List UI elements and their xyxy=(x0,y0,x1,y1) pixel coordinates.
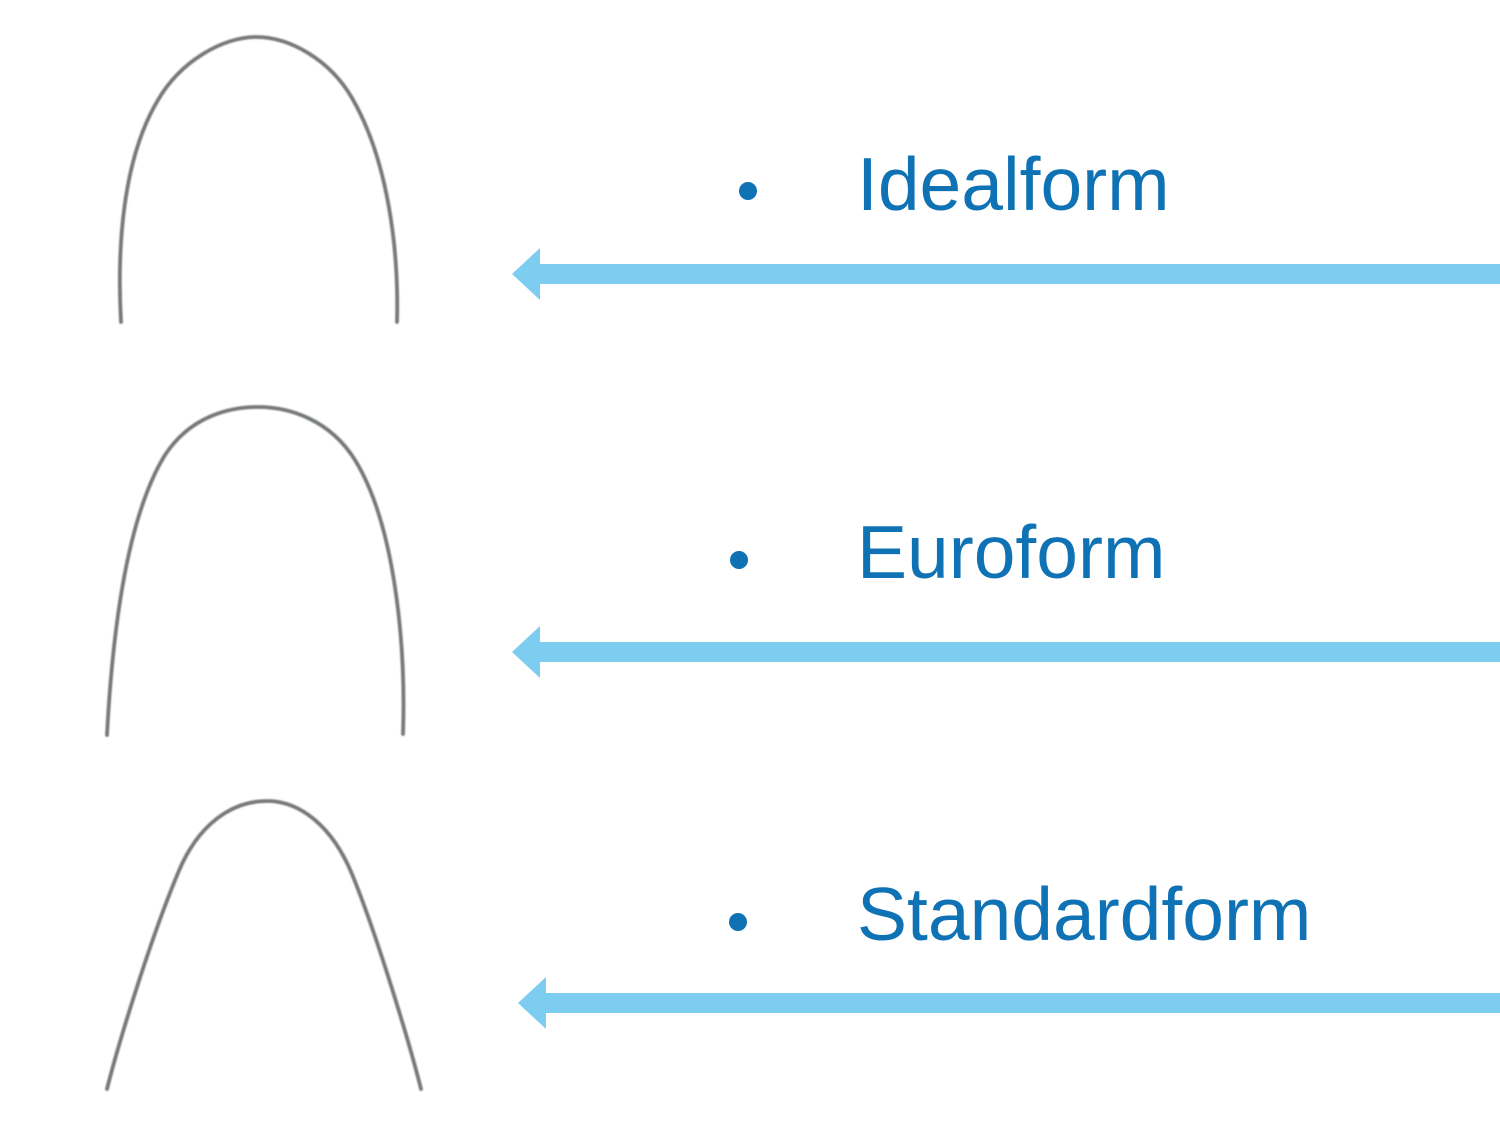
arrow-head-icon xyxy=(518,977,546,1029)
arrow-shaft xyxy=(538,642,1500,662)
left-arrow-idealform xyxy=(512,248,1500,300)
label-idealform: Idealform xyxy=(857,142,1170,226)
euroform-archwire-icon xyxy=(105,405,406,737)
left-arrow-standardform xyxy=(518,977,1500,1029)
label-standardform: Standardform xyxy=(857,872,1312,956)
arrow-head-icon xyxy=(512,248,540,300)
arrow-shaft xyxy=(544,993,1500,1013)
idealform-archwire-icon xyxy=(117,35,400,324)
standardform-archwire-icon xyxy=(105,799,423,1091)
left-arrow-euroform xyxy=(512,626,1500,678)
bullet-icon xyxy=(730,551,748,569)
bullet-icon xyxy=(729,913,747,931)
arrow-head-icon xyxy=(512,626,540,678)
label-euroform: Euroform xyxy=(857,510,1166,594)
arrow-shaft xyxy=(538,264,1500,284)
bullet-icon xyxy=(739,182,757,200)
